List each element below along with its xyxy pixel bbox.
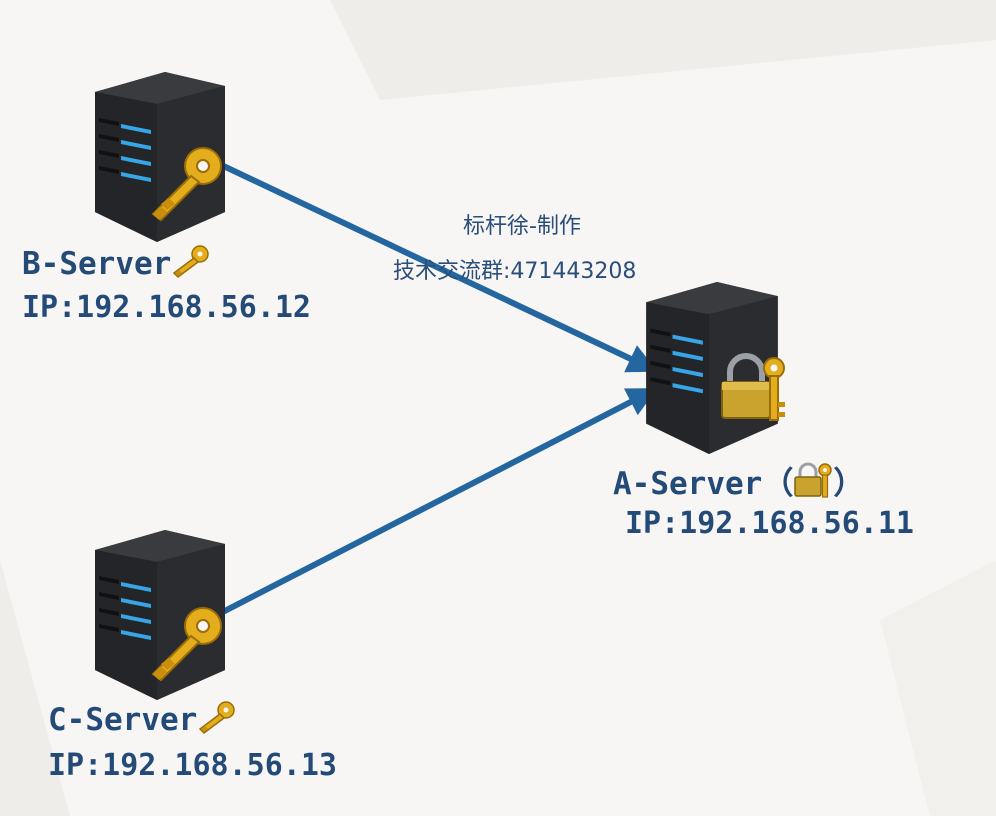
server-c-icon [95,530,235,700]
server-c-name: C-Server [48,700,237,738]
server-a-name: A-Server（ ） [613,458,864,503]
key-icon [199,701,236,734]
server-b-ip: IP:192.168.56.12 [22,290,311,325]
server-a-ip: IP:192.168.56.11 [625,506,914,541]
arrow-c-to-a [213,388,658,619]
server-c-ip: IP:192.168.56.13 [48,748,337,783]
server-b-name: B-Server [22,244,211,282]
server-b-icon [95,72,235,242]
author-caption: 标杆徐-制作 [463,214,581,239]
padlock-with-key-icon [721,353,785,421]
key-icon [151,147,222,222]
group-caption: 技术交流群:471443208 [393,259,637,284]
key-icon [151,607,222,682]
arrow-b-to-a [213,159,658,373]
padlock-with-key-icon [794,462,833,498]
server-a-icon [646,282,786,454]
key-icon [173,245,210,278]
